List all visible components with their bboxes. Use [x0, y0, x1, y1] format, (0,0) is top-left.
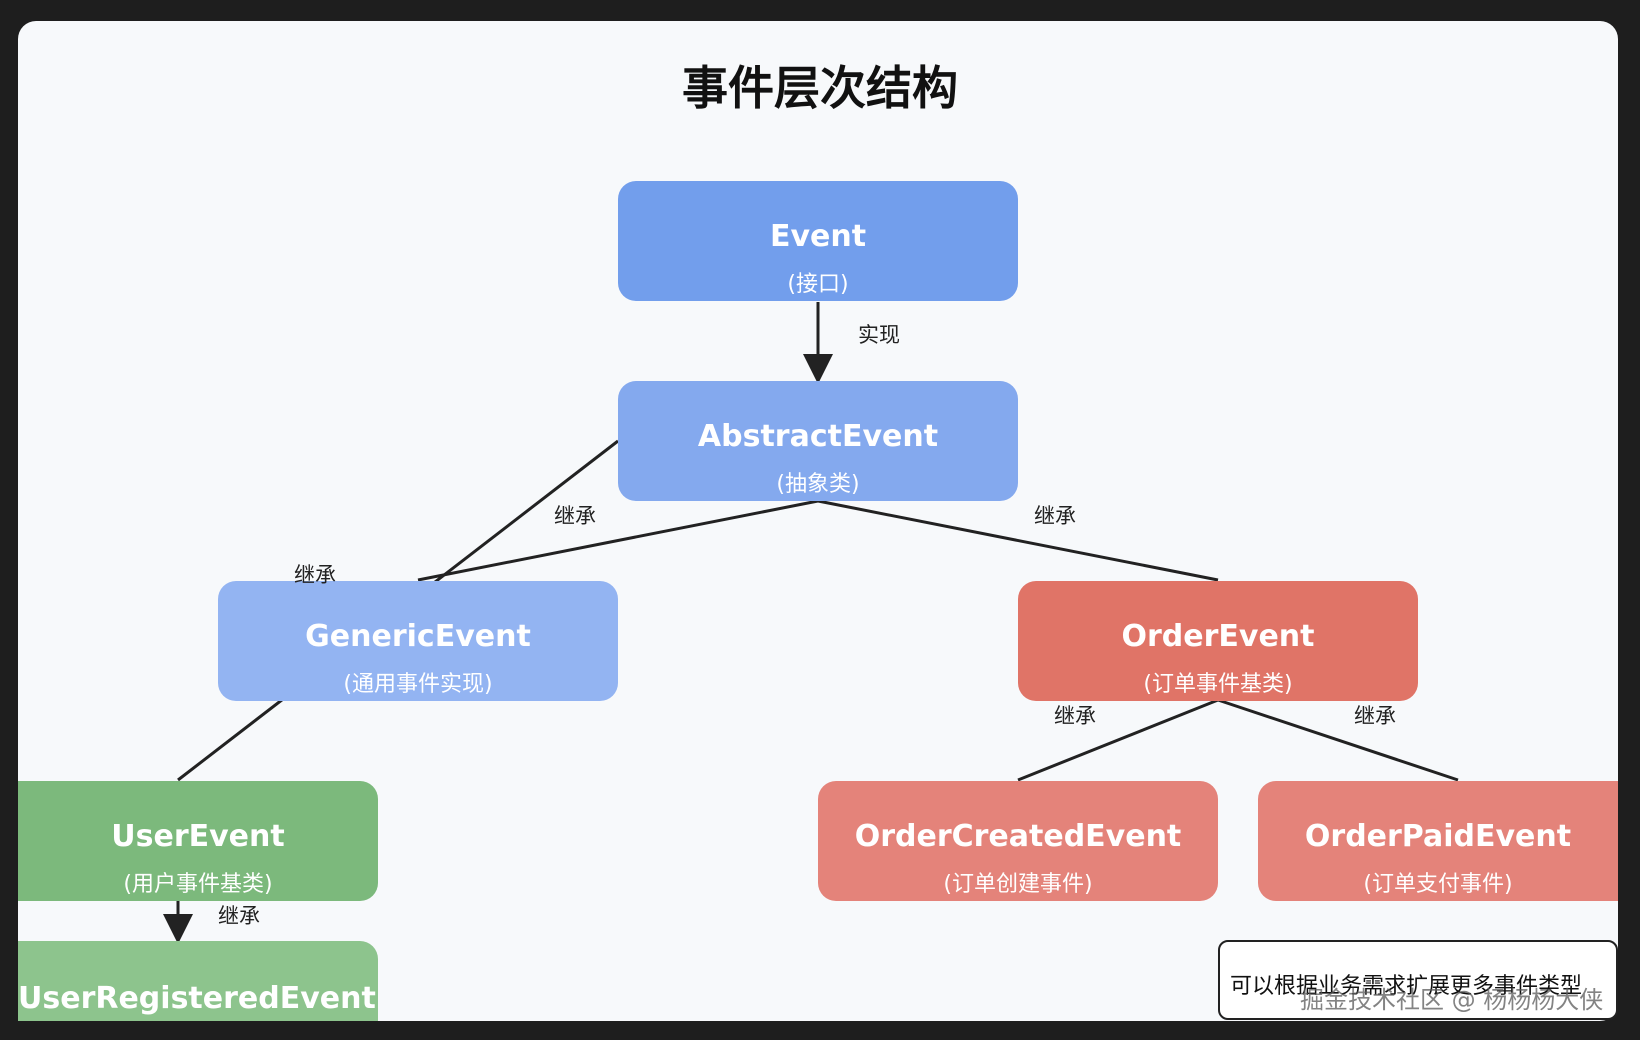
- node-event-name: Event: [769, 219, 867, 254]
- edge-label-implements: 实现: [858, 323, 900, 347]
- extension-note: 可以根据业务需求扩展更多事件类型: [1218, 940, 1618, 1020]
- edge-order-created: [1017, 698, 1219, 782]
- node-order-paid-event: OrderPaidEvent (订单支付事件): [1258, 781, 1618, 901]
- node-order-created-name: OrderCreatedEvent: [854, 819, 1182, 854]
- node-user-registered-event: UserRegisteredEvent: [18, 941, 378, 1021]
- node-user-name: UserEvent: [111, 819, 285, 854]
- node-user-sub: (用户事件基类): [123, 872, 273, 897]
- node-abstract-event: AbstractEvent (抽象类): [618, 381, 1018, 501]
- edge-abstract-generic: [417, 499, 819, 582]
- edge-abstract-order: [817, 499, 1219, 582]
- edge-label-inherits-user: 继承: [294, 563, 336, 587]
- node-order-created-sub: (订单创建事件): [943, 872, 1093, 897]
- node-generic-event: GenericEvent (通用事件实现): [218, 581, 618, 701]
- edge-label-inherits-order-created: 继承: [1054, 704, 1096, 728]
- node-order-sub: (订单事件基类): [1143, 672, 1293, 697]
- node-generic-sub: (通用事件实现): [343, 672, 493, 697]
- node-order-event: OrderEvent (订单事件基类): [1018, 581, 1418, 701]
- node-order-paid-name: OrderPaidEvent: [1304, 819, 1572, 854]
- node-order-created-event: OrderCreatedEvent (订单创建事件): [818, 781, 1218, 901]
- edge-label-inherits-user-registered: 继承: [218, 904, 260, 928]
- node-user-registered-name: UserRegisteredEvent: [18, 981, 376, 1016]
- node-generic-name: GenericEvent: [305, 619, 531, 654]
- edge-order-paid: [1217, 698, 1459, 782]
- diagram-title: 事件层次结构: [682, 61, 958, 115]
- node-event: Event (接口): [618, 181, 1018, 301]
- node-event-sub: (接口): [787, 272, 849, 297]
- edge-label-inherits-order: 继承: [1034, 504, 1076, 528]
- edge-label-inherits-generic: 继承: [554, 504, 596, 528]
- watermark: 掘金技术社区 @ 杨杨杨大侠: [1300, 986, 1604, 1014]
- node-order-paid-sub: (订单支付事件): [1363, 872, 1513, 897]
- edge-label-inherits-order-paid: 继承: [1354, 704, 1396, 728]
- node-user-event: UserEvent (用户事件基类): [18, 781, 378, 901]
- node-abstract-sub: (抽象类): [776, 472, 860, 497]
- node-order-name: OrderEvent: [1121, 619, 1315, 654]
- node-abstract-name: AbstractEvent: [697, 419, 939, 454]
